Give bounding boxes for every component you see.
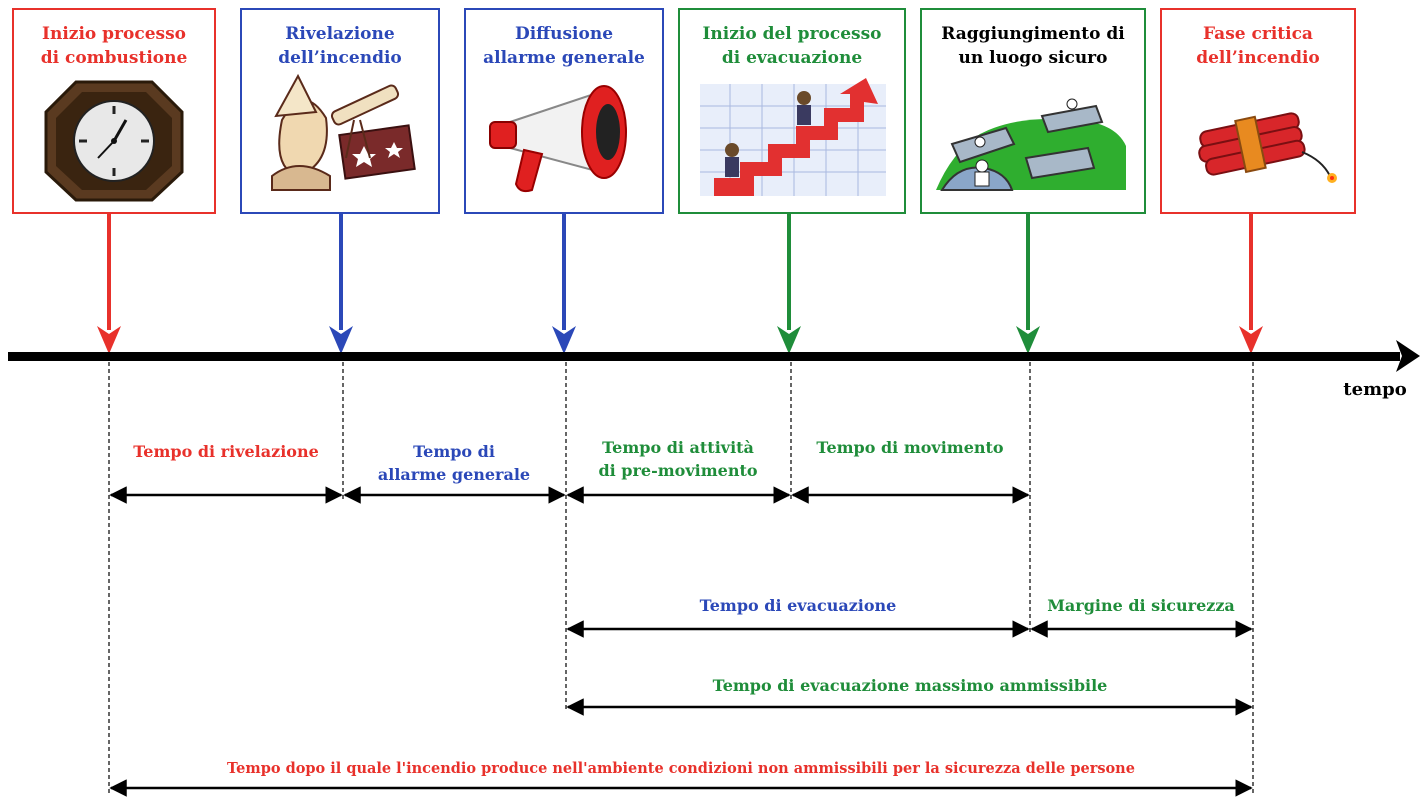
interval-arrows [109,486,1253,797]
clock-icon [14,72,214,212]
event-box-evac-start: Inizio del processo di evacuazione [678,8,906,214]
event-title-alarm: Diffusione allarme generale [483,24,645,68]
label-tempo-movimento: Tempo di movimento [816,438,1004,457]
megaphone-icon [466,72,662,212]
climbing-arrow-icon [680,72,904,212]
event-arrow-ignition [97,214,121,354]
event-box-critical-phase: Fase critica dell’incendio [1160,8,1356,214]
label-tempo-rivelazione: Tempo di rivelazione [133,442,319,461]
event-arrow-critical-phase [1239,214,1263,354]
label-tempo-evacuazione: Tempo di evacuazione [699,596,897,615]
event-box-safe-place: Raggiungimento di un luogo sicuro [920,8,1146,214]
event-box-alarm: Diffusione allarme generale [464,8,664,214]
event-title-ignition: Inizio processo di combustione [40,24,188,68]
dynamite-icon [1162,72,1354,212]
label-tempo-totale: Tempo dopo il quale l'incendio produce n… [227,760,1135,777]
axis-label: tempo [1343,379,1407,400]
event-box-detection: Rivelazione dell’incendio [240,8,440,214]
event-title-evac-start: Inizio del processo di evacuazione [702,24,882,68]
event-title-critical-phase: Fase critica dell’incendio [1196,24,1320,68]
event-title-safe-place: Raggiungimento di un luogo sicuro [941,24,1125,68]
astronomer-telescope-icon [242,72,438,212]
safe-place-icon [922,72,1144,212]
event-arrows [97,214,1263,354]
label-tempo-allarme: Tempo di allarme generale [377,442,531,484]
label-margine-sicurezza: Margine di sicurezza [1047,596,1235,615]
event-arrow-alarm [552,214,576,354]
event-box-ignition: Inizio processo di combustione [12,8,216,214]
event-arrow-evac-start [777,214,801,354]
dashed-guides [108,362,1254,794]
label-tempo-premovimento: Tempo di attività di pre-movimento [598,438,758,480]
time-axis [8,340,1420,372]
event-title-detection: Rivelazione dell’incendio [278,24,402,68]
event-arrow-detection [329,214,353,354]
label-evacuazione-massimo: Tempo di evacuazione massimo ammissibile [712,676,1108,695]
event-arrow-safe-place [1016,214,1040,354]
